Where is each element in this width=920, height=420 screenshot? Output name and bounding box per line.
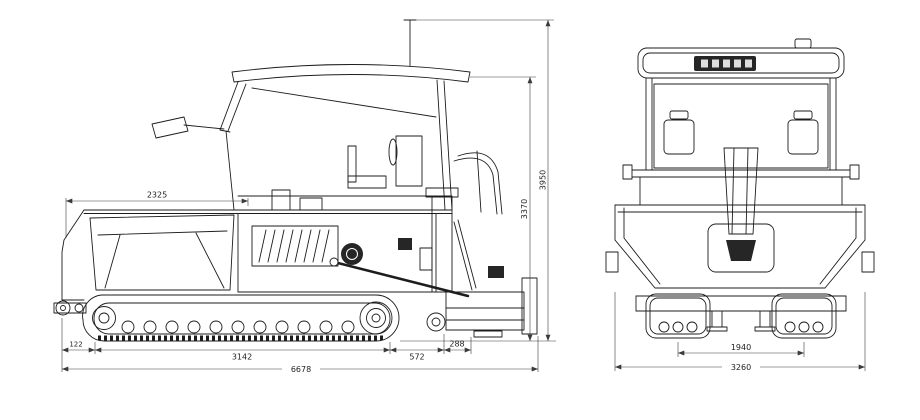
dim-overall-length: 6678 xyxy=(291,365,311,374)
steering-wheel xyxy=(388,138,398,166)
front-idler xyxy=(92,306,116,330)
tow-tower xyxy=(431,195,453,293)
dim-overall-height: 3950 xyxy=(539,170,548,190)
canopy-roof xyxy=(231,64,471,83)
front-roof xyxy=(637,38,845,79)
front-view xyxy=(605,38,875,339)
dim-rear-seg-2: 288 xyxy=(449,340,464,349)
push-roller xyxy=(55,300,71,316)
front-cab xyxy=(622,77,860,235)
dim-track-gauge: 1940 xyxy=(731,343,751,352)
left-track xyxy=(645,293,711,339)
front-undercarriage xyxy=(635,293,847,339)
dim-front-overhang: 122 xyxy=(69,341,82,349)
canopy-brace xyxy=(251,87,437,118)
side-mirror xyxy=(151,116,189,139)
seat-cushion xyxy=(347,175,387,189)
side-view xyxy=(53,19,538,342)
hopper-front-profile xyxy=(61,209,85,301)
dim-track-length: 3142 xyxy=(232,353,252,362)
rear-handrail xyxy=(457,152,503,215)
dim-hopper-top: 2325 xyxy=(147,191,167,200)
hopper-side-panel xyxy=(89,214,235,291)
front-hopper xyxy=(605,176,875,289)
drive-sprocket xyxy=(359,301,393,335)
track-outline xyxy=(82,294,400,342)
windshield xyxy=(653,83,829,169)
side-hopper xyxy=(53,209,235,316)
left-seat xyxy=(663,119,695,155)
dim-canopy-height: 3370 xyxy=(520,199,529,219)
dim-overall-width: 3260 xyxy=(731,363,751,372)
right-track xyxy=(771,293,837,339)
right-seat xyxy=(787,119,819,155)
brand-logo-marks xyxy=(701,59,752,68)
beacon-lamp xyxy=(794,38,812,49)
center-grip xyxy=(726,240,756,261)
dim-rear-seg-1: 572 xyxy=(409,353,424,362)
side-body xyxy=(83,209,453,293)
tow-arm xyxy=(332,260,470,298)
push-roller-beam xyxy=(53,302,87,314)
engine-vent-panel xyxy=(251,225,339,267)
front-post xyxy=(225,130,235,211)
canopy-roof-front xyxy=(637,47,845,79)
side-operator-area xyxy=(237,135,449,211)
seat-back xyxy=(347,145,357,183)
screed-unit xyxy=(445,291,525,331)
brand-emblem-icon xyxy=(341,243,363,265)
side-dimensions: 2325 3370 3950 122 3142 572 288 6678 xyxy=(61,19,556,374)
side-crawler-track xyxy=(82,294,400,342)
front-dimensions: 1940 3260 xyxy=(614,292,866,372)
rear-post xyxy=(443,80,453,211)
hopper-center-box xyxy=(707,223,775,273)
